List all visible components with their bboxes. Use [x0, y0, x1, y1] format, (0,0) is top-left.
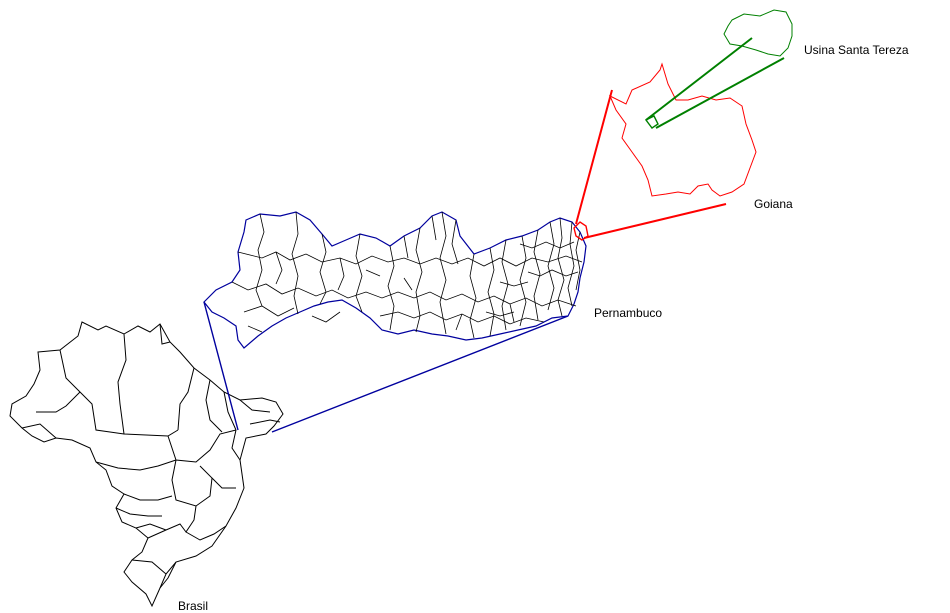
pernambuco-outline	[203, 211, 587, 349]
goiana-map	[573, 62, 757, 241]
usina-connector	[645, 37, 785, 129]
label-goiana: Goiana	[754, 197, 793, 211]
pernambuco-municipalities	[231, 211, 583, 339]
goiana-locator-box	[573, 221, 589, 241]
label-usina: Usina Santa Tereza	[804, 43, 909, 57]
brasil-outline	[9, 321, 284, 608]
usina-outline	[723, 9, 793, 57]
usina-locator-box	[644, 115, 659, 129]
goiana-connector	[575, 89, 727, 239]
usina-map	[644, 9, 793, 129]
goiana-outline	[609, 62, 757, 197]
label-brasil: Brasil	[178, 599, 208, 613]
pernambuco-connector	[203, 301, 569, 433]
brasil-map	[9, 321, 284, 608]
pernambuco-map	[203, 211, 587, 349]
label-pernambuco: Pernambuco	[594, 306, 662, 320]
